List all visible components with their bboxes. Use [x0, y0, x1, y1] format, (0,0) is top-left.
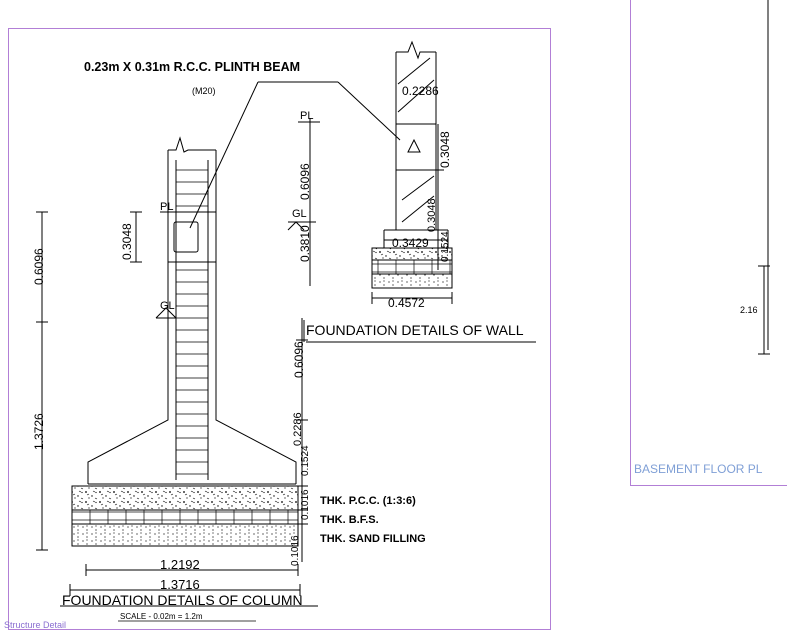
dim-offset-width: 0.3429 [392, 236, 429, 250]
plan-sheet-frame [630, 0, 787, 486]
wall-title: FOUNDATION DETAILS OF WALL [306, 322, 524, 338]
dim-lower-height: 1.3726 [32, 413, 46, 450]
dim-above-gl: 0.6096 [298, 163, 312, 200]
dim-width-outer: 1.3716 [160, 577, 200, 592]
plan-partial [758, 0, 770, 355]
dim-base-bot: 0.1016 [290, 535, 301, 566]
dim-base-width: 0.4572 [388, 296, 425, 310]
dim-width-inner: 1.2192 [160, 557, 200, 572]
beam-title: 0.23m X 0.31m R.C.C. PLINTH BEAM [84, 60, 301, 74]
scale-label: SCALE - 0.02m = 1.2m [120, 612, 203, 621]
dim-wall-thk: 0.2286 [402, 84, 439, 98]
beam-grade: (M20) [192, 86, 216, 96]
plan-title: BASEMENT FLOOR PL [634, 462, 763, 476]
dim-wall-beam: 0.3048 [438, 131, 452, 168]
dim-below-gl: 0.3810 [298, 225, 312, 262]
note-pcc: THK. P.C.C. (1:3:6) [320, 495, 416, 507]
note-sand: THK. SAND FILLING [320, 533, 426, 545]
dim-wall-mid: 0.3048 [426, 198, 438, 232]
dim-base-top: 0.1524 [300, 445, 311, 476]
dim-footing: 0.2286 [292, 412, 304, 446]
beam-leader [189, 81, 401, 229]
wall-foundation [287, 40, 536, 343]
wall-gl-label: GL [292, 208, 307, 220]
column-title: FOUNDATION DETAILS OF COLUMN [62, 592, 303, 608]
plan-dim: 2.16 [740, 305, 758, 315]
detail-sheet-frame [8, 28, 551, 630]
column-gl-label: GL [160, 300, 175, 312]
dim-pedestal: 0.6096 [292, 341, 306, 378]
sheet-label: Structure Detail [4, 620, 67, 630]
column-pl-label: PL [160, 201, 174, 213]
dim-beam-depth: 0.3048 [120, 223, 134, 260]
note-bfs: THK. B.F.S. [320, 514, 379, 526]
dim-upper-height: 0.6096 [32, 248, 46, 285]
wall-pl-label: PL [300, 110, 314, 122]
dim-wall-step: 0.1524 [440, 231, 451, 262]
dim-base-mid: 0.1016 [300, 489, 311, 520]
column-foundation [36, 136, 318, 622]
